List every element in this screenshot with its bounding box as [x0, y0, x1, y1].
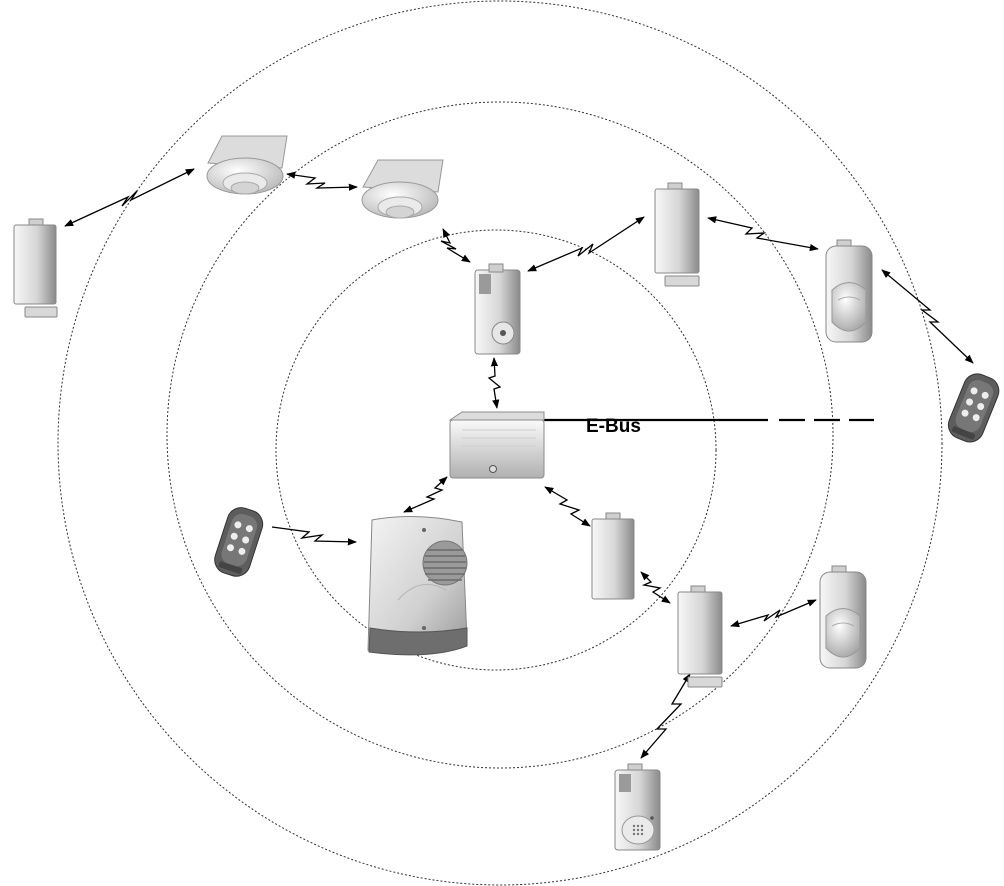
range-ring-middle	[166, 101, 834, 769]
door-contact-icon	[13, 218, 58, 318]
motion-detector-icon	[819, 565, 867, 669]
range-ring-outer	[57, 0, 943, 886]
radio-link-smoke-smoke	[286, 171, 358, 191]
glass-break-detector-icon	[614, 763, 661, 851]
radio-link-panel-siren	[403, 476, 448, 513]
door-contact-icon	[654, 182, 700, 287]
motion-detector-icon	[825, 239, 873, 343]
e-bus-label: E-Bus	[586, 416, 641, 437]
radio-link-contact-smoke	[64, 168, 195, 227]
remote-control-icon	[214, 507, 264, 577]
radio-link-repeater-contact	[527, 216, 645, 272]
radio-link-contact-motion	[707, 216, 819, 252]
radio-link-transmitter-contact	[640, 571, 671, 604]
remote-control-icon	[947, 373, 1000, 443]
range-ring-inner	[275, 229, 717, 671]
smoke-detector-icon	[361, 159, 444, 219]
radio-link-remote-motion	[881, 269, 974, 364]
range-rings	[57, 0, 943, 886]
radio-link-contact-motion-bottom	[730, 599, 817, 628]
door-contact-icon	[677, 585, 723, 688]
radio-link-smoke-repeater	[440, 228, 471, 263]
radio-link-contact-glassbreak	[640, 673, 691, 759]
smoke-detector-icon	[206, 135, 288, 195]
control-panel-icon	[448, 411, 545, 479]
radio-links	[64, 168, 974, 759]
radio-link-panel-transmitter	[544, 486, 591, 527]
repeater-sounder-icon	[474, 263, 521, 355]
outdoor-siren-icon	[367, 515, 468, 656]
transmitter-icon	[591, 512, 635, 600]
radio-link-repeater-panel	[487, 357, 502, 409]
radio-link-remote-siren	[271, 526, 357, 546]
